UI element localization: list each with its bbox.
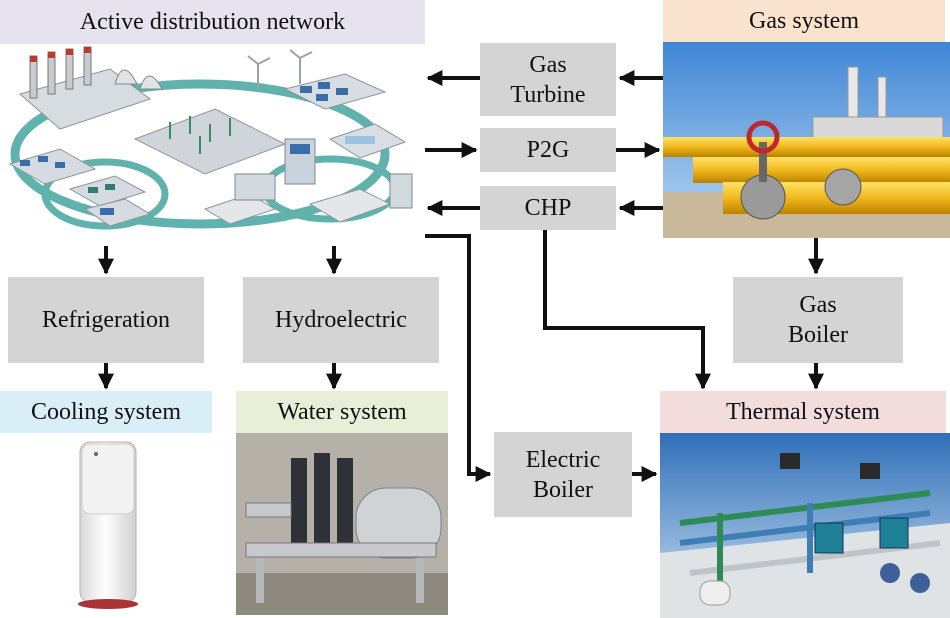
gas-boiler-box: Gas Boiler (733, 277, 903, 363)
adn-illustration (0, 44, 425, 244)
electric-boiler-line1: Electric (525, 446, 601, 473)
water-system-label: Water system (236, 391, 448, 433)
hydroelectric-box: Hydroelectric (243, 277, 439, 363)
electric-boiler-box: Electric Boiler (494, 432, 632, 517)
refrigeration-box: Refrigeration (8, 277, 204, 363)
p2g-box: P2G (480, 128, 616, 172)
electric-boiler-line2: Boiler (533, 476, 593, 503)
gas-boiler-line1: Gas (799, 292, 837, 318)
hydroelectric-label: Hydroelectric (275, 307, 407, 333)
p2g-label: P2G (526, 137, 570, 163)
chp-label: CHP (524, 195, 572, 221)
adn-label: Active distribution network (0, 0, 425, 44)
cooling-system-photo (70, 436, 145, 614)
thermal-system-photo (660, 433, 950, 618)
gas-turbine-line2: Turbine (510, 81, 586, 108)
gas-turbine-box: Gas Turbine (480, 43, 616, 116)
water-system-photo (236, 433, 448, 615)
arrow-adn-to-electric-boiler (425, 234, 492, 482)
gas-system-photo (663, 42, 950, 238)
thermal-system-label: Thermal system (660, 391, 946, 433)
chp-box: CHP (480, 186, 616, 230)
gas-system-label: Gas system (663, 0, 945, 42)
refrigeration-label: Refrigeration (42, 307, 170, 333)
arrow-chp-to-thermal (543, 230, 711, 390)
gas-boiler-line2: Boiler (788, 322, 848, 348)
gas-turbine-line1: Gas (529, 51, 567, 78)
cooling-system-label: Cooling system (0, 391, 212, 433)
